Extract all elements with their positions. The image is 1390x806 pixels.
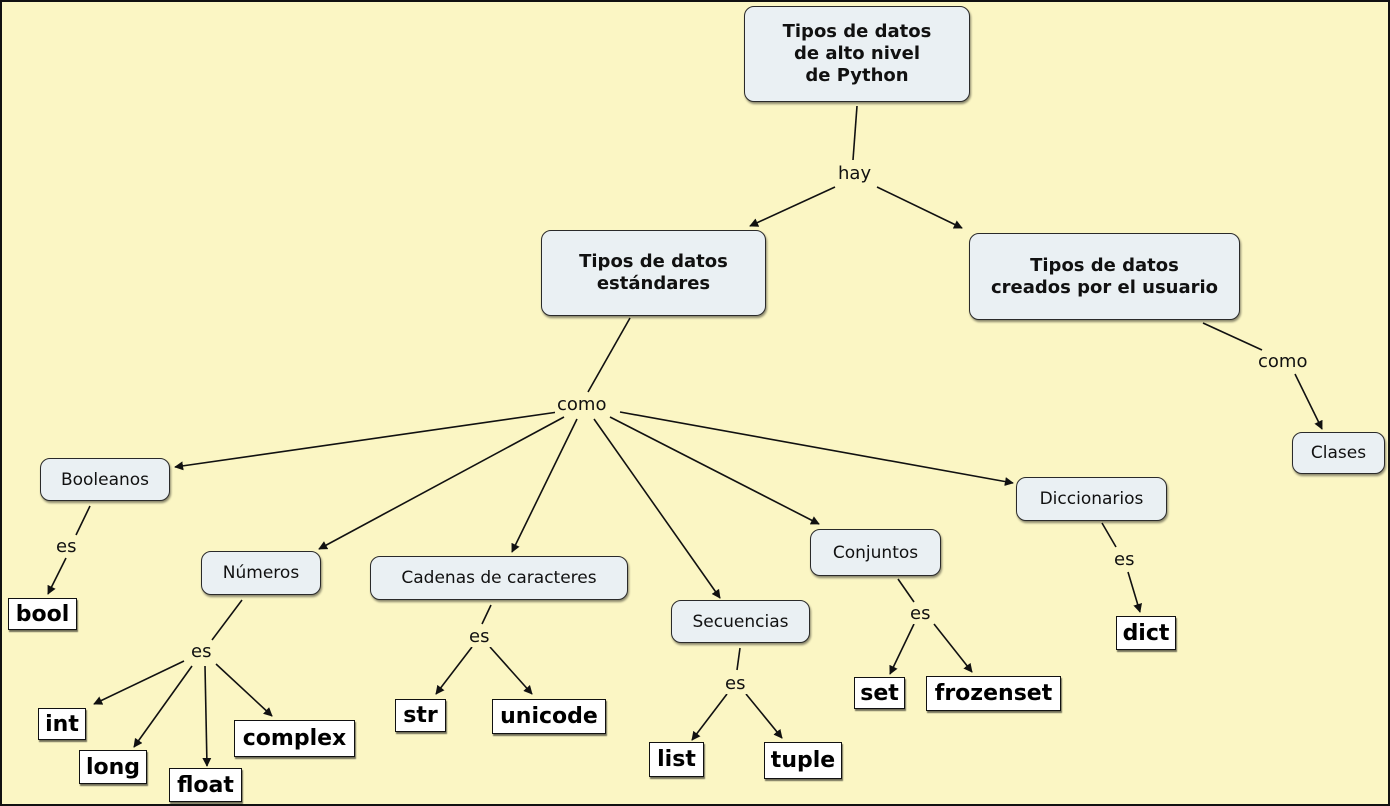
leaf-unicode: unicode (492, 699, 606, 734)
node-cadenas: Cadenas de caracteres (370, 556, 628, 600)
node-numeros: Números (201, 551, 321, 595)
leaf-complex: complex (234, 720, 355, 757)
edge-standard-como (587, 317, 631, 393)
edge-es-bool (47, 557, 67, 595)
leaf-str: str (395, 699, 446, 732)
edge-conjuntos-es (897, 578, 915, 603)
link-label-es-cadenas: es (467, 626, 492, 647)
leaf-dict: dict (1116, 616, 1176, 650)
node-root: Tipos de datos de alto nivel de Python (744, 6, 970, 102)
node-booleanos: Booleanos (40, 458, 170, 501)
edge-booleanos-es (75, 505, 91, 536)
link-label-es-numeros: es (189, 641, 214, 662)
leaf-long: long (79, 750, 147, 784)
link-label-como-user: como (1256, 351, 1310, 372)
edge-numeros-es (211, 599, 243, 641)
leaf-bool: bool (8, 598, 77, 630)
edge-diccionarios-es (1101, 522, 1117, 548)
edge-como-booleanos (174, 411, 559, 471)
link-label-hay: hay (836, 163, 874, 184)
node-conjuntos: Conjuntos (810, 529, 941, 576)
edge-como-secuencias (593, 418, 721, 599)
node-user-types: Tipos de datos creados por el usuario (969, 233, 1240, 320)
edge-hay-standard (749, 186, 836, 227)
link-label-es-diccionarios: es (1112, 549, 1137, 570)
leaf-list: list (649, 742, 704, 777)
node-clases: Clases (1292, 432, 1385, 474)
edge-secuencias-es (736, 647, 741, 671)
link-label-es-conjuntos: es (908, 603, 933, 624)
edge-es-set (889, 623, 915, 675)
edge-user-como (1202, 322, 1263, 351)
leaf-float: float (169, 768, 242, 802)
edge-es-dict (1127, 571, 1142, 613)
edge-es-long (133, 665, 193, 748)
edge-es-unicode (489, 646, 533, 695)
leaf-int: int (38, 708, 86, 740)
edge-como-diccionarios (619, 411, 1014, 486)
edge-es-complex (215, 663, 273, 717)
node-standard-types: Tipos de datos estándares (541, 230, 766, 316)
edge-es-list (691, 693, 728, 741)
node-secuencias: Secuencias (671, 600, 810, 643)
leaf-frozenset: frozenset (926, 676, 1061, 711)
edge-es-str (435, 646, 473, 695)
edge-como-cadenas (511, 418, 578, 553)
edge-como-clases (1294, 373, 1323, 430)
edge-como-conjuntos (609, 416, 820, 525)
edge-es-tuple (745, 693, 783, 739)
leaf-set: set (854, 677, 905, 709)
link-label-es-secuencias: es (723, 673, 748, 694)
edge-cadenas-es (481, 604, 492, 625)
link-label-como-standard: como (555, 394, 609, 415)
edge-root-hay (852, 105, 858, 161)
edge-es-frozenset (933, 623, 973, 673)
edge-es-int (93, 660, 185, 705)
node-diccionarios: Diccionarios (1016, 477, 1167, 521)
link-label-es-booleanos: es (54, 536, 79, 557)
edge-hay-user (876, 186, 963, 229)
edge-como-numeros (318, 416, 565, 550)
edge-es-float (202, 665, 212, 767)
leaf-tuple: tuple (764, 742, 842, 779)
